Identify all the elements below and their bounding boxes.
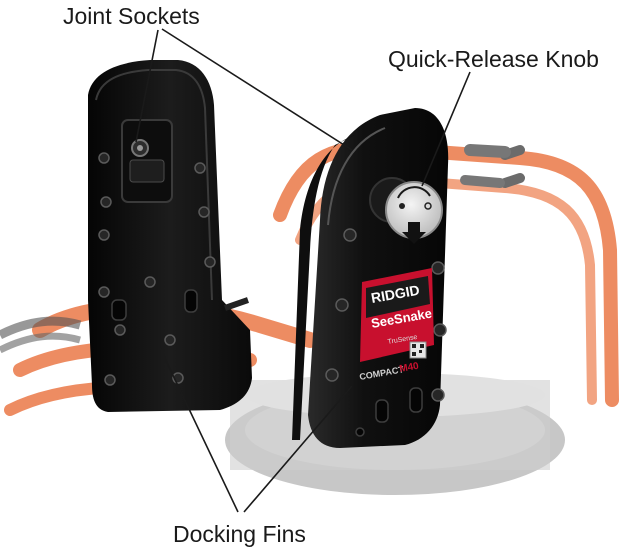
- left-fin-slots: [111, 289, 198, 321]
- leader-joint-left: [135, 29, 159, 143]
- left-docking-fin: [88, 60, 252, 412]
- model-suffix-text: M40: [399, 361, 420, 375]
- right-docking-fin: RIDGID SeeSnake TruSense COMPACT M40: [292, 108, 449, 448]
- cable-bundle: [0, 316, 82, 354]
- right-fin-slots: [355, 387, 423, 437]
- left-joint-socket: [121, 119, 173, 203]
- callout-docking-fins: Docking Fins: [173, 521, 306, 547]
- leader-fins-right: [243, 385, 353, 513]
- leader-knob: [421, 71, 471, 187]
- right-fin-rivets: [325, 228, 447, 402]
- leader-lines: [135, 28, 471, 513]
- callout-quick-release-knob: Quick-Release Knob: [388, 46, 599, 72]
- leader-joint-right: [161, 28, 353, 151]
- left-fin-rivets: [98, 152, 216, 386]
- leader-fins-left: [159, 347, 239, 513]
- quick-release-knob: [369, 177, 443, 244]
- callout-joint-sockets: Joint Sockets: [63, 3, 200, 29]
